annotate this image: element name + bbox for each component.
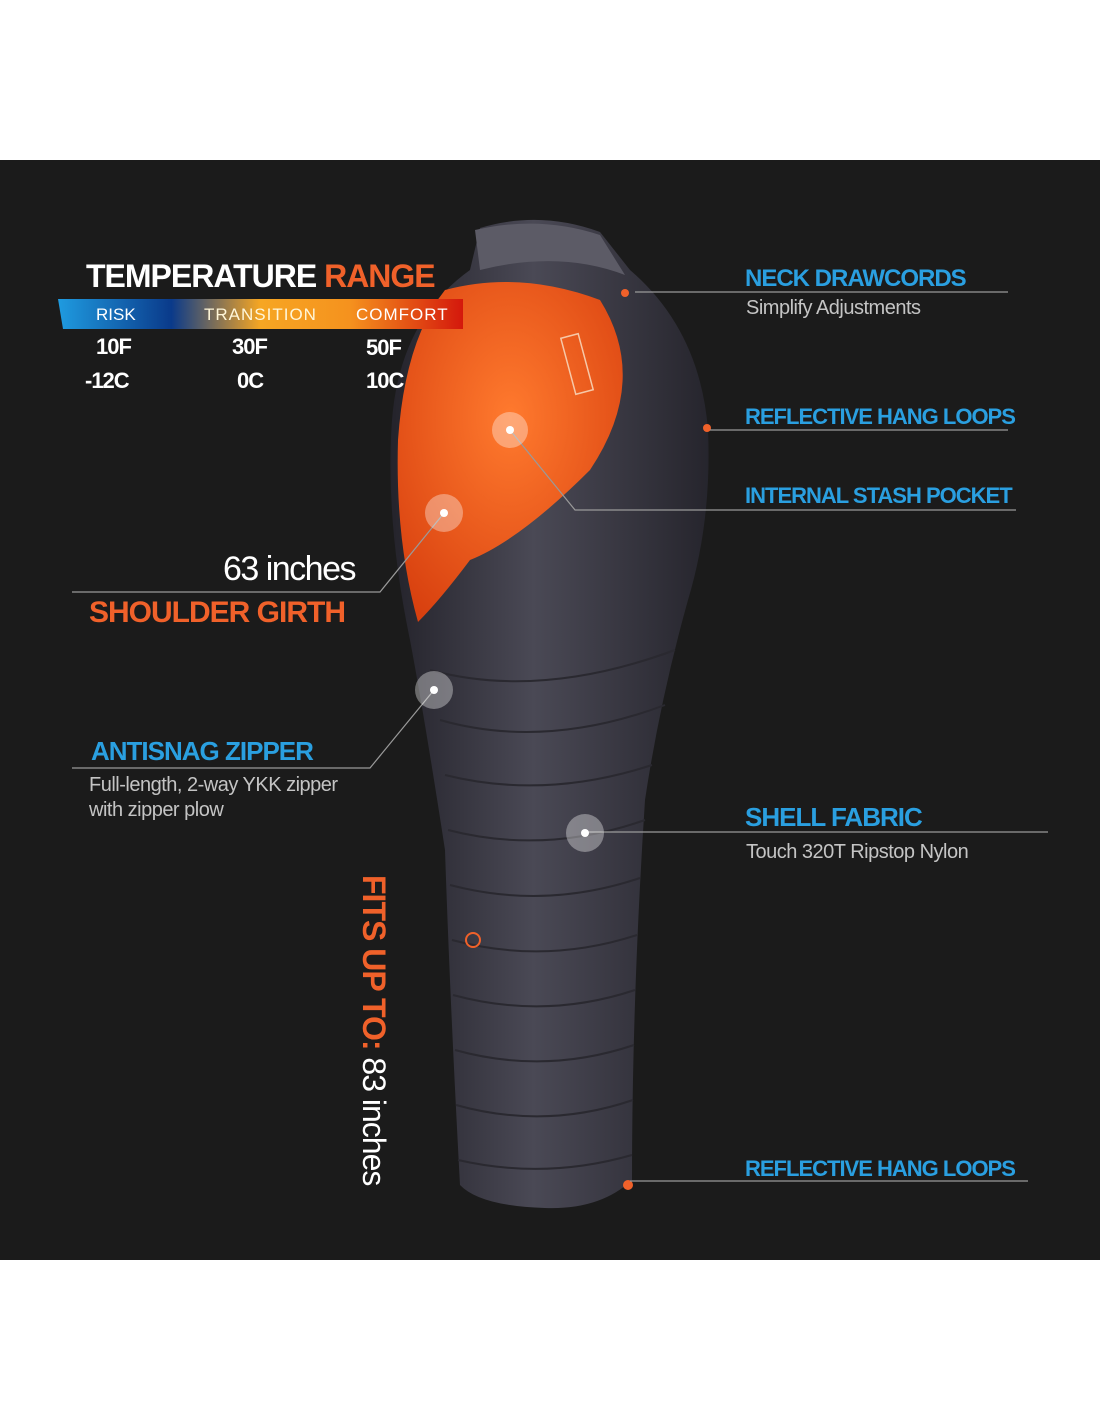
hang-loop-bottom <box>623 1180 633 1190</box>
temp-c-risk: -12C <box>85 368 130 393</box>
hang-loops-bottom-title: REFLECTIVE HANG LOOPS <box>745 1156 1016 1181</box>
title-part1: TEMPERATURE <box>86 258 317 294</box>
shoulder-girth-title: SHOULDER GIRTH <box>89 596 346 629</box>
bag-lining <box>397 282 623 622</box>
zipper-desc-line2: with zipper plow <box>89 799 224 821</box>
length-label: FITS UP TO: <box>356 875 392 1050</box>
stash-pocket-title: INTERNAL STASH POCKET <box>745 483 1013 508</box>
brand-logo-icon <box>465 932 481 948</box>
callout-lines <box>72 291 1048 1182</box>
temp-f-risk: 10F <box>96 334 132 359</box>
brand-label <box>559 332 595 396</box>
length-callout: FITS UP TO: 83 inches <box>355 875 392 1185</box>
hotspot-dots <box>415 412 604 852</box>
zipper-desc-line1: Full-length, 2-way YKK zipper <box>89 774 338 796</box>
band-transition: TRANSITION <box>204 305 317 324</box>
hood <box>475 223 625 275</box>
temp-f-transition: 30F <box>232 334 268 359</box>
temp-f-comfort: 50F <box>366 335 402 360</box>
hang-loop-top <box>703 424 711 432</box>
title-part2: RANGE <box>324 258 436 294</box>
band-comfort: COMFORT <box>356 305 449 324</box>
shoulder-girth-value: 63 inches <box>222 550 357 588</box>
hang-loops-top-title: REFLECTIVE HANG LOOPS <box>745 404 1016 429</box>
shell-fabric-subtitle: Touch 320T Ripstop Nylon <box>746 841 969 863</box>
temp-c-comfort: 10C <box>366 368 404 393</box>
temperature-gradient-band: RISK TRANSITION COMFORT <box>58 299 463 329</box>
shell-fabric-title: SHELL FABRIC <box>745 802 923 832</box>
neck-drawcords-subtitle: Simplify Adjustments <box>746 297 921 319</box>
neck-drawcords-title: NECK DRAWCORDS <box>745 265 967 292</box>
baffle-lines <box>429 649 676 1170</box>
temperature-range-title: TEMPERATURE RANGE <box>86 258 436 295</box>
antisnag-zipper-title: ANTISNAG ZIPPER <box>91 736 314 766</box>
length-value: 83 inches <box>356 1057 392 1186</box>
temp-c-transition: 0C <box>237 368 264 393</box>
neck-drawcord-toggle <box>621 289 629 297</box>
band-risk: RISK <box>96 305 136 324</box>
